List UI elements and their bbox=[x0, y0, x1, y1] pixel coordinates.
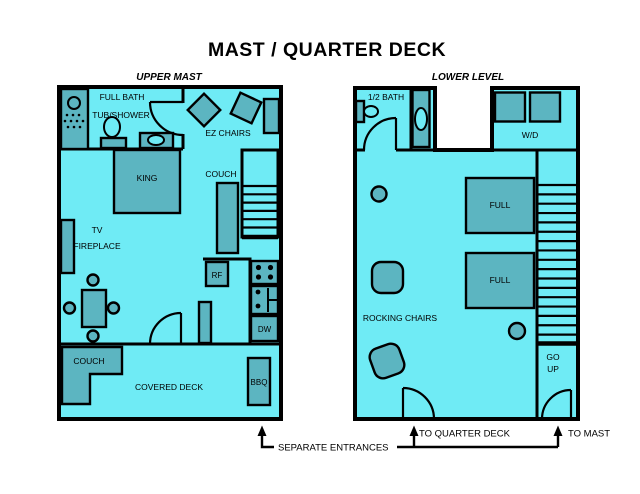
upper-mast-subtitle: UPPER MAST bbox=[136, 72, 202, 83]
to-quarter-deck-label: TO QUARTER DECK bbox=[419, 429, 511, 440]
fireplace-label: FIREPLACE bbox=[73, 241, 121, 251]
toilet-tank-icon bbox=[99, 136, 128, 150]
side-table-2 bbox=[507, 321, 527, 341]
king-bed bbox=[112, 148, 182, 215]
deck-couch bbox=[60, 345, 124, 406]
shower-head-icon bbox=[67, 96, 81, 110]
dishwasher-label: DW bbox=[258, 325, 272, 334]
upper-mast-plan: FULL BATH TUB/SHOWER EZ CHAIRS KING COUC… bbox=[57, 85, 283, 421]
dining-chair-4 bbox=[86, 329, 100, 343]
bbq-grill bbox=[246, 356, 272, 407]
dining-chair-1 bbox=[86, 273, 100, 287]
rocking-chairs-label: ROCKING CHAIRS bbox=[363, 313, 437, 323]
separate-entrances-arrow-icon bbox=[257, 425, 267, 436]
entry-door-arc bbox=[148, 311, 182, 345]
shower-stall bbox=[59, 87, 90, 151]
ez-chairs-label: EZ CHAIRS bbox=[205, 128, 251, 138]
dining-chair-3 bbox=[106, 301, 121, 315]
stair-treads bbox=[242, 184, 278, 229]
full-bed-1-label: FULL bbox=[490, 200, 511, 210]
deck-couch-label: COUCH bbox=[73, 356, 104, 366]
lower-level-subtitle: LOWER LEVEL bbox=[432, 72, 504, 83]
full-bed-1 bbox=[464, 176, 536, 235]
dining-table bbox=[80, 288, 108, 329]
toilet-bowl-icon-2 bbox=[363, 105, 379, 118]
refrigerator-label: RF bbox=[212, 271, 223, 280]
refrigerator bbox=[204, 260, 230, 288]
toilet-bowl-icon bbox=[103, 116, 121, 138]
couch bbox=[215, 181, 240, 255]
full-bed-2 bbox=[464, 251, 536, 310]
ez-chair-2 bbox=[229, 91, 263, 125]
wall-stub bbox=[197, 300, 213, 345]
to-mast-label: TO MAST bbox=[568, 429, 610, 440]
tub-shower-label: TUB/SHOWER bbox=[92, 110, 150, 120]
half-bath-door-arc bbox=[362, 116, 397, 151]
to-mast-arrow-icon bbox=[553, 425, 563, 436]
fireplace bbox=[59, 218, 76, 275]
rocking-chair-2 bbox=[368, 342, 406, 380]
dishwasher bbox=[249, 314, 280, 343]
kitchen-sink-icon bbox=[255, 288, 278, 312]
separate-entrances-connector bbox=[260, 431, 274, 449]
bbq-label: BBQ bbox=[251, 378, 268, 387]
stove bbox=[249, 259, 280, 286]
stove-burners-icon bbox=[255, 264, 274, 280]
entrance-annotations: SEPARATE ENTRANCES TO QUARTER DECK TO MA… bbox=[257, 425, 610, 454]
bathroom-door-arc bbox=[148, 101, 184, 137]
bath-sink-bowl-icon bbox=[147, 134, 165, 146]
up-label: UP bbox=[547, 364, 559, 374]
dryer bbox=[528, 91, 562, 123]
full-bath-label: FULL BATH bbox=[100, 92, 145, 102]
page-title: MAST / QUARTER DECK bbox=[208, 39, 446, 61]
go-label: GO bbox=[546, 352, 560, 362]
rocking-chair-1 bbox=[370, 260, 405, 295]
couch-label: COUCH bbox=[205, 169, 236, 179]
toilet-tank-icon-2 bbox=[354, 99, 366, 124]
washer-dryer-label: W/D bbox=[522, 130, 539, 140]
full-bed-2-label: FULL bbox=[490, 275, 511, 285]
king-bed-label: KING bbox=[137, 173, 158, 183]
shower-spray-icon bbox=[63, 113, 85, 129]
ez-chair-3 bbox=[262, 97, 281, 135]
separate-entrances-label: SEPARATE ENTRANCES bbox=[278, 443, 389, 454]
covered-deck-label: COVERED DECK bbox=[135, 382, 203, 392]
side-table-1 bbox=[370, 185, 388, 203]
half-bath-label: 1/2 BATH bbox=[368, 92, 404, 102]
ez-chair-1 bbox=[186, 92, 222, 128]
bath-vanity-bowl-icon bbox=[414, 107, 428, 131]
lower-level-plan: 1/2 BATH W/D bbox=[353, 86, 580, 421]
washer bbox=[493, 91, 527, 123]
to-quarter-deck-arrow-icon bbox=[409, 425, 419, 436]
go-up-door-arc bbox=[540, 388, 572, 420]
quarter-deck-door-arc bbox=[402, 386, 436, 420]
stair-treads-lower bbox=[537, 183, 578, 336]
dining-chair-2 bbox=[62, 301, 77, 315]
tv-label: TV bbox=[92, 225, 103, 235]
